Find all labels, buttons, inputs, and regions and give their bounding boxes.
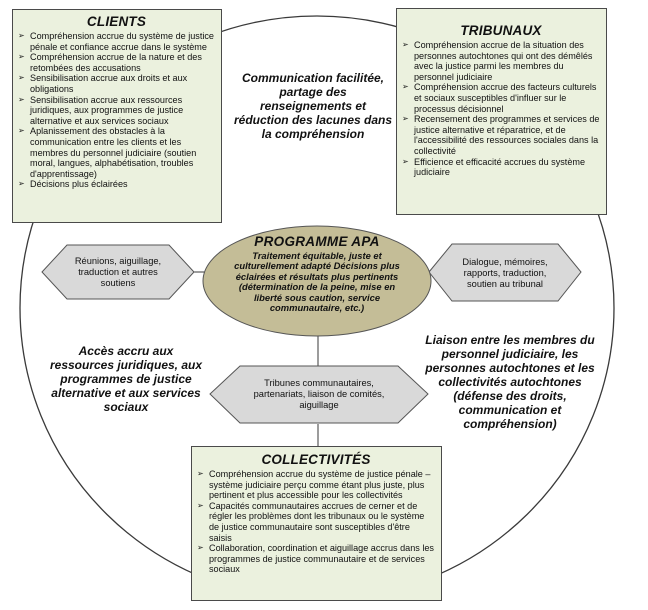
list-item: Capacités communautaires accrues de cern…	[197, 501, 435, 543]
list-item: Compréhension accrue du système de justi…	[197, 469, 435, 501]
list-item: Sensibilisation accrue aux ressources ju…	[18, 95, 215, 127]
hexagon-right-shape	[428, 243, 582, 302]
center-body: Traitement équitable, juste et culturell…	[234, 250, 400, 314]
list-item: Compréhension accrue de la nature et des…	[18, 52, 215, 73]
hexagon-left-text: Réunions, aiguillage, traduction et autr…	[74, 255, 162, 288]
clients-title: CLIENTS	[86, 14, 147, 29]
clients-list: Compréhension accrue du système de justi…	[18, 31, 215, 190]
collectivites-box: COLLECTIVITÉS Compréhension accrue du sy…	[191, 446, 442, 601]
label-left: Accès accru aux ressources juridiques, a…	[49, 344, 203, 414]
list-item: Décisions plus éclairées	[18, 179, 215, 190]
list-item: Efficience et efficacité accrues du syst…	[402, 157, 600, 178]
hexagon-right: Dialogue, mémoires, rapports, traduction…	[452, 246, 558, 300]
hexagon-right-text: Dialogue, mémoires, rapports, traduction…	[462, 256, 548, 289]
hexagon-bottom: Tribunes communautaires, partenariats, l…	[240, 368, 398, 421]
hexagon-bottom-text: Tribunes communautaires, partenariats, l…	[253, 378, 385, 410]
collectivites-list: Compréhension accrue du système de justi…	[197, 469, 435, 575]
list-item: Collaboration, coordination et aiguillag…	[197, 543, 435, 575]
hexagon-left: Réunions, aiguillage, traduction et autr…	[66, 247, 170, 297]
collectivites-title: COLLECTIVITÉS	[261, 452, 371, 467]
list-item: Aplanissement des obstacles à la communi…	[18, 126, 215, 179]
list-item: Recensement des programmes et services d…	[402, 114, 600, 156]
list-item: Compréhension accrue de la situation des…	[402, 40, 600, 82]
hexagon-left-shape	[41, 244, 195, 300]
clients-box: CLIENTS Compréhension accrue du système …	[12, 9, 222, 223]
list-item: Sensibilisation accrue aux droits et aux…	[18, 73, 215, 94]
tribunaux-box: TRIBUNAUX Compréhension accrue de la sit…	[396, 8, 607, 215]
list-item: Compréhension accrue des facteurs cultur…	[402, 82, 600, 114]
list-item: Compréhension accrue du système de justi…	[18, 31, 215, 52]
center-ellipse: PROGRAMME APA Traitement équitable, just…	[233, 234, 401, 313]
hexagon-bottom-shape	[209, 365, 429, 424]
center-ellipse-shape	[202, 225, 432, 337]
tribunaux-title: TRIBUNAUX	[460, 23, 542, 38]
center-title: PROGRAMME APA	[254, 234, 380, 249]
label-top: Communication facilitée, partage des ren…	[233, 71, 393, 141]
label-right: Liaison entre les membres du personnel j…	[425, 333, 595, 431]
tribunaux-list: Compréhension accrue de la situation des…	[402, 40, 600, 178]
